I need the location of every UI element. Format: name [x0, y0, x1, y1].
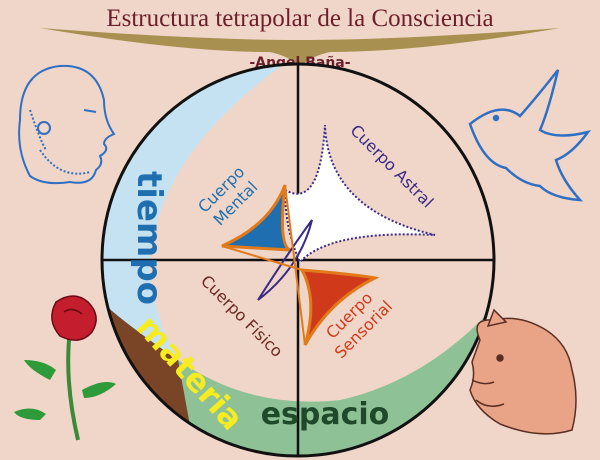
dove-icon: [468, 69, 592, 202]
sensorial-figure: [299, 268, 380, 346]
bearded-man-profile-icon: [18, 64, 116, 185]
orange-connector-a: [221, 245, 303, 271]
orange-connector-b: [284, 184, 306, 346]
puma-icon: [469, 308, 577, 435]
rose-icon: [14, 295, 116, 441]
region-label-tiempo: tiempo: [129, 171, 169, 305]
page-title: Estructura tetrapolar de la Consciencia: [106, 5, 493, 32]
fisico-figure: [257, 219, 313, 301]
title-banner: [40, 28, 560, 66]
region-label-espacio: espacio: [261, 397, 390, 432]
